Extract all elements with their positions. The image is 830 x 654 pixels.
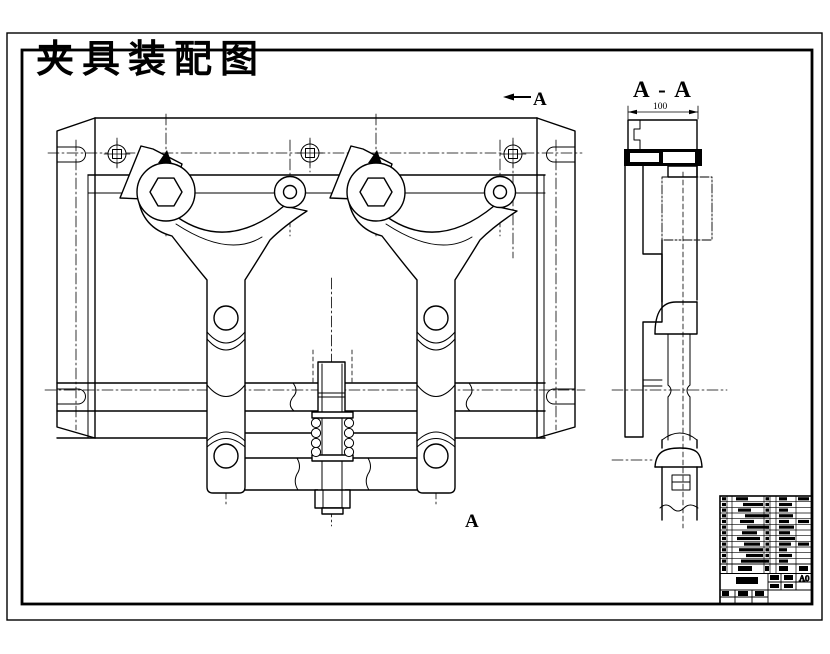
section-hatch-band xyxy=(624,149,702,166)
dimension-100-text: 100 xyxy=(653,102,668,112)
main-front-view xyxy=(44,113,586,527)
cut-label-top: A xyxy=(533,89,547,110)
dimension-100: 100 xyxy=(627,102,699,120)
clamp-assembly-right xyxy=(329,145,518,494)
screw-holes xyxy=(103,139,527,168)
clamp-assembly-left xyxy=(119,145,308,494)
drawing-title: 夹具装配图 xyxy=(36,39,266,81)
center-stud-spring xyxy=(310,349,355,515)
paper-size: A0 xyxy=(799,573,809,583)
title-block-smudges xyxy=(722,566,808,596)
title-block: A0 xyxy=(719,495,813,605)
cut-label-bottom: A xyxy=(465,511,479,532)
section-view-a-a: A - A 100 xyxy=(611,77,728,529)
section-cut-marks: A A xyxy=(465,89,547,532)
cut-arrow-icon xyxy=(503,93,514,101)
parts-list xyxy=(720,497,812,563)
right-end-bracket xyxy=(536,117,576,439)
left-end-bracket xyxy=(56,117,96,439)
sheet-border xyxy=(6,32,823,621)
section-view-title: A - A xyxy=(633,77,693,102)
